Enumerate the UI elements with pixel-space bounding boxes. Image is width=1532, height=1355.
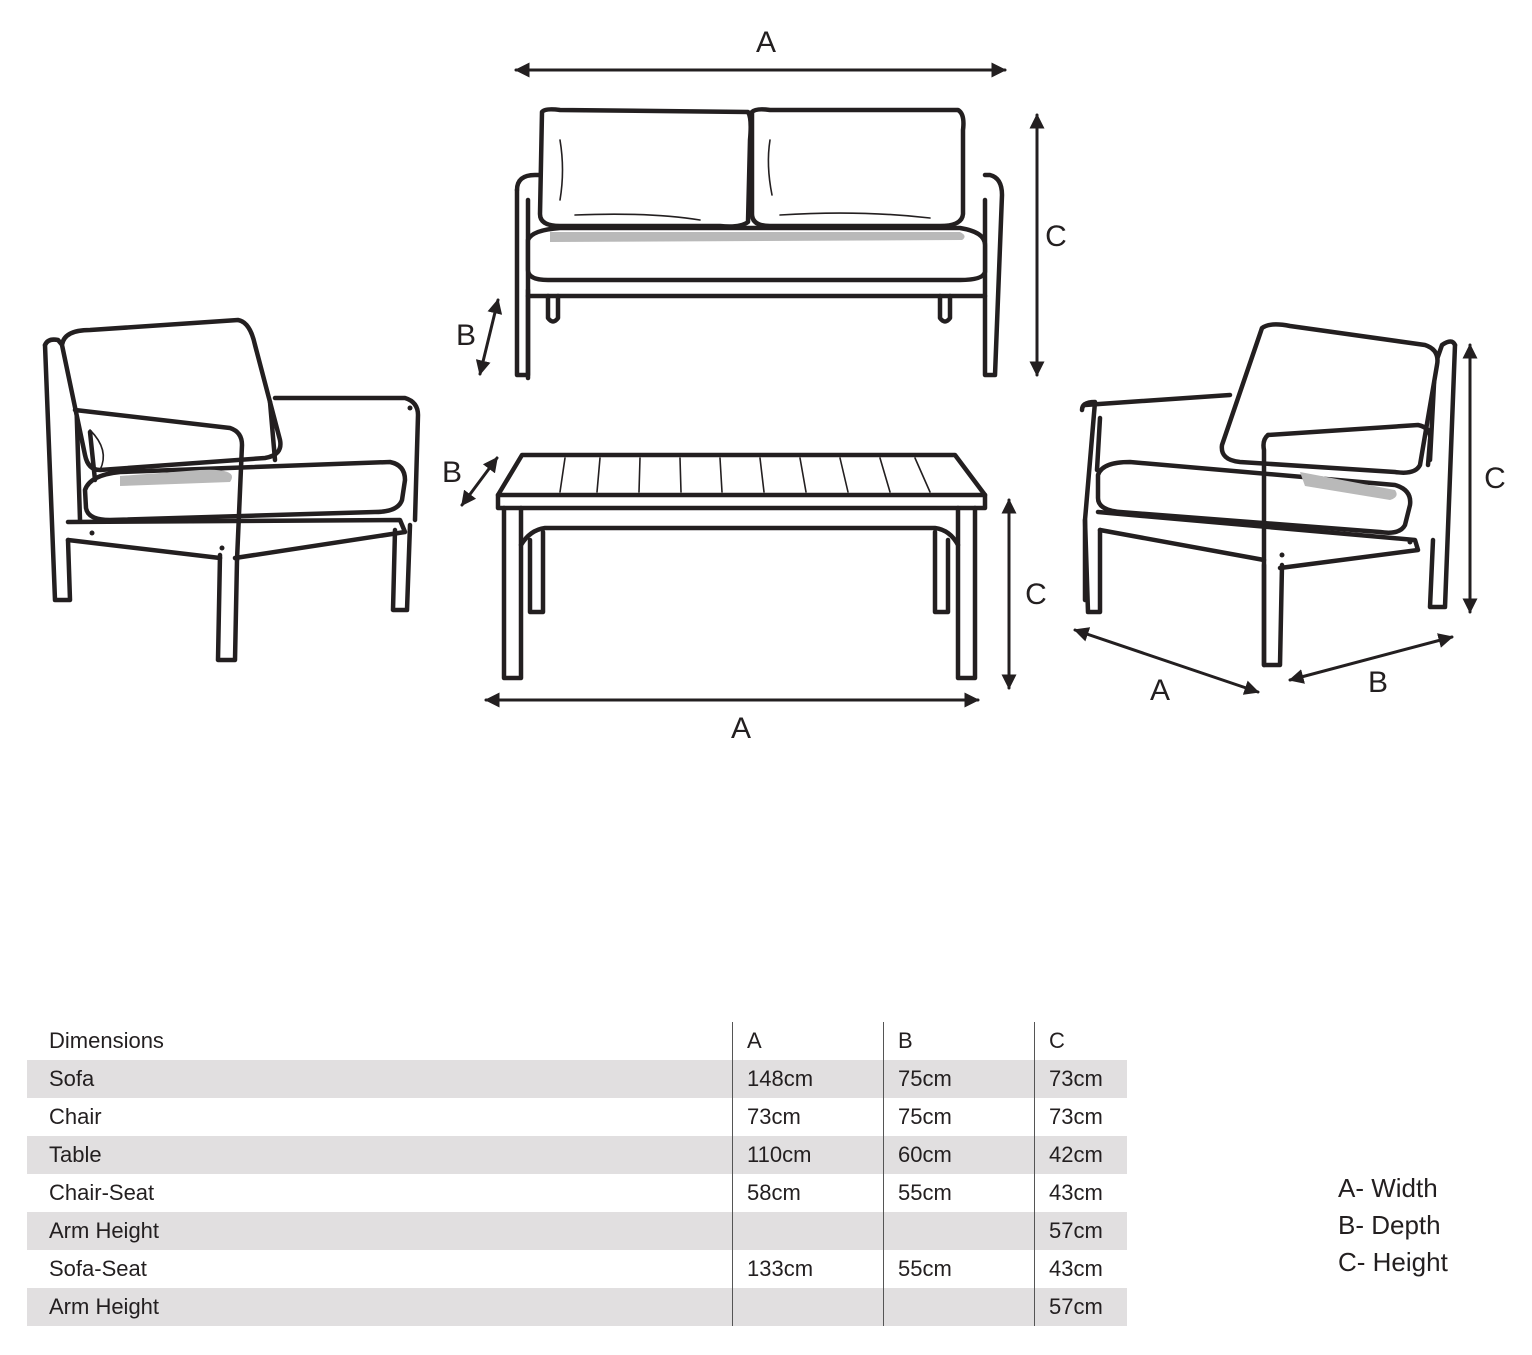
sofa-depth-label: B [456,319,476,352]
table-cell: Chair [49,1104,102,1129]
table-cell: 110cm [732,1136,884,1174]
table-depth-label: B [442,456,462,489]
table-cell: 43cm [1034,1174,1127,1212]
table-cell: 73cm [1034,1060,1127,1098]
table-cell: 57cm [1034,1212,1127,1250]
dimensions-table: Dimensions A B C Sofa 148cm 75cm 73cm Ch… [27,1022,1127,1326]
table-row: Chair 73cm 75cm 73cm [27,1098,1127,1136]
right-chair-drawing [1079,322,1458,668]
dimension-legend: A- Width B- Depth C- Height [1338,1170,1448,1281]
table-header-cell: A [732,1022,884,1060]
legend-width: A- Width [1338,1173,1438,1203]
table-cell: 148cm [732,1060,884,1098]
table-width-label: A [731,712,751,745]
table-row: Sofa 148cm 75cm 73cm [27,1060,1127,1098]
table-cell: 73cm [732,1098,884,1136]
table-drawing [495,452,988,681]
table-header-row: Dimensions A B C [27,1022,1127,1060]
chair-height-label: C [1484,462,1506,495]
table-header-cell: B [883,1022,1035,1060]
table-cell: 60cm [883,1136,1035,1174]
table-header-cell: Dimensions [49,1028,164,1053]
table-cell [883,1212,1035,1250]
table-row: Arm Height 57cm [27,1288,1127,1326]
table-cell: Chair-Seat [49,1180,155,1205]
table-cell: 55cm [883,1174,1035,1212]
legend-depth: B- Depth [1338,1210,1441,1240]
table-cell: 55cm [883,1250,1035,1288]
table-cell: 42cm [1034,1136,1127,1174]
table-cell: 57cm [1034,1288,1127,1326]
table-cell: Sofa [27,1060,733,1098]
furniture-drawing: A C B B C A C A B [42,26,1506,745]
table-cell [883,1288,1035,1326]
table-cell [732,1288,884,1326]
sofa-width-label: A [756,26,776,59]
table-cell: Table [27,1136,733,1174]
table-row: Sofa-Seat 133cm 55cm 43cm [27,1250,1127,1288]
table-cell: Sofa-Seat [49,1256,147,1281]
sofa-height-label: C [1045,220,1067,253]
chair-width-label: A [1150,674,1170,707]
table-cell: 133cm [732,1250,884,1288]
table-cell: 73cm [1034,1098,1127,1136]
sofa-drawing [514,107,1005,381]
table-row: Arm Height 57cm [27,1212,1127,1250]
table-cell: Arm Height [27,1288,733,1326]
table-cell: 58cm [732,1174,884,1212]
table-row: Table 110cm 60cm 42cm [27,1136,1127,1174]
table-height-label: C [1025,578,1047,611]
left-chair-drawing [42,317,421,663]
table-cell [732,1212,884,1250]
table-cell: 75cm [883,1098,1035,1136]
table-cell: 43cm [1034,1250,1127,1288]
chair-depth-label: B [1368,666,1388,699]
table-cell: 75cm [883,1060,1035,1098]
table-header-cell: C [1034,1022,1127,1060]
table-cell: Arm Height [27,1212,733,1250]
table-row: Chair-Seat 58cm 55cm 43cm [27,1174,1127,1212]
legend-height: C- Height [1338,1247,1448,1277]
